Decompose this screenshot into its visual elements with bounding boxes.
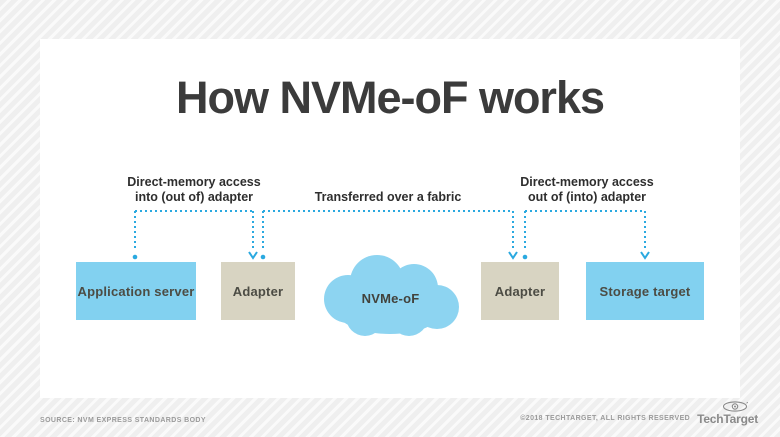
cloud-shape	[324, 255, 459, 336]
cloud-lobes	[324, 255, 459, 336]
source-credit: SOURCE: NVM EXPRESS STANDARDS BODY	[40, 417, 206, 424]
node-adapter-right: Adapter	[481, 262, 559, 320]
node-application-server: Application server	[76, 262, 196, 320]
annotation-dma-into-adapter: Direct-memory access into (out of) adapt…	[124, 175, 264, 205]
cloud-label: NVMe-oF	[361, 290, 420, 306]
annotation-line: Direct-memory access	[520, 175, 654, 189]
eye-icon	[722, 401, 748, 412]
node-adapter-left: Adapter	[221, 262, 295, 320]
annotation-transferred-over-fabric: Transferred over a fabric	[314, 190, 462, 204]
infographic-card: How NVMe-oF works Direct-memory access i…	[40, 39, 740, 398]
node-nvme-of-cloud: NVMe-oF	[317, 249, 464, 341]
techtarget-wordmark: TechTarget	[697, 412, 758, 426]
techtarget-logo: TechTarget	[697, 401, 758, 426]
page-title: How NVMe-oF works	[175, 72, 605, 123]
annotation-dma-out-of-adapter: Direct-memory access out of (into) adapt…	[517, 175, 657, 205]
annotation-line: Direct-memory access	[127, 175, 261, 189]
annotation-line: out of (into) adapter	[527, 190, 647, 204]
copyright-text: ©2018 TECHTARGET, ALL RIGHTS RESERVED	[520, 415, 691, 422]
node-storage-target: Storage target	[586, 262, 704, 320]
footer-right: ©2018 TECHTARGET, ALL RIGHTS RESERVED Te…	[520, 401, 758, 426]
annotation-line: into (out of) adapter	[134, 190, 254, 204]
